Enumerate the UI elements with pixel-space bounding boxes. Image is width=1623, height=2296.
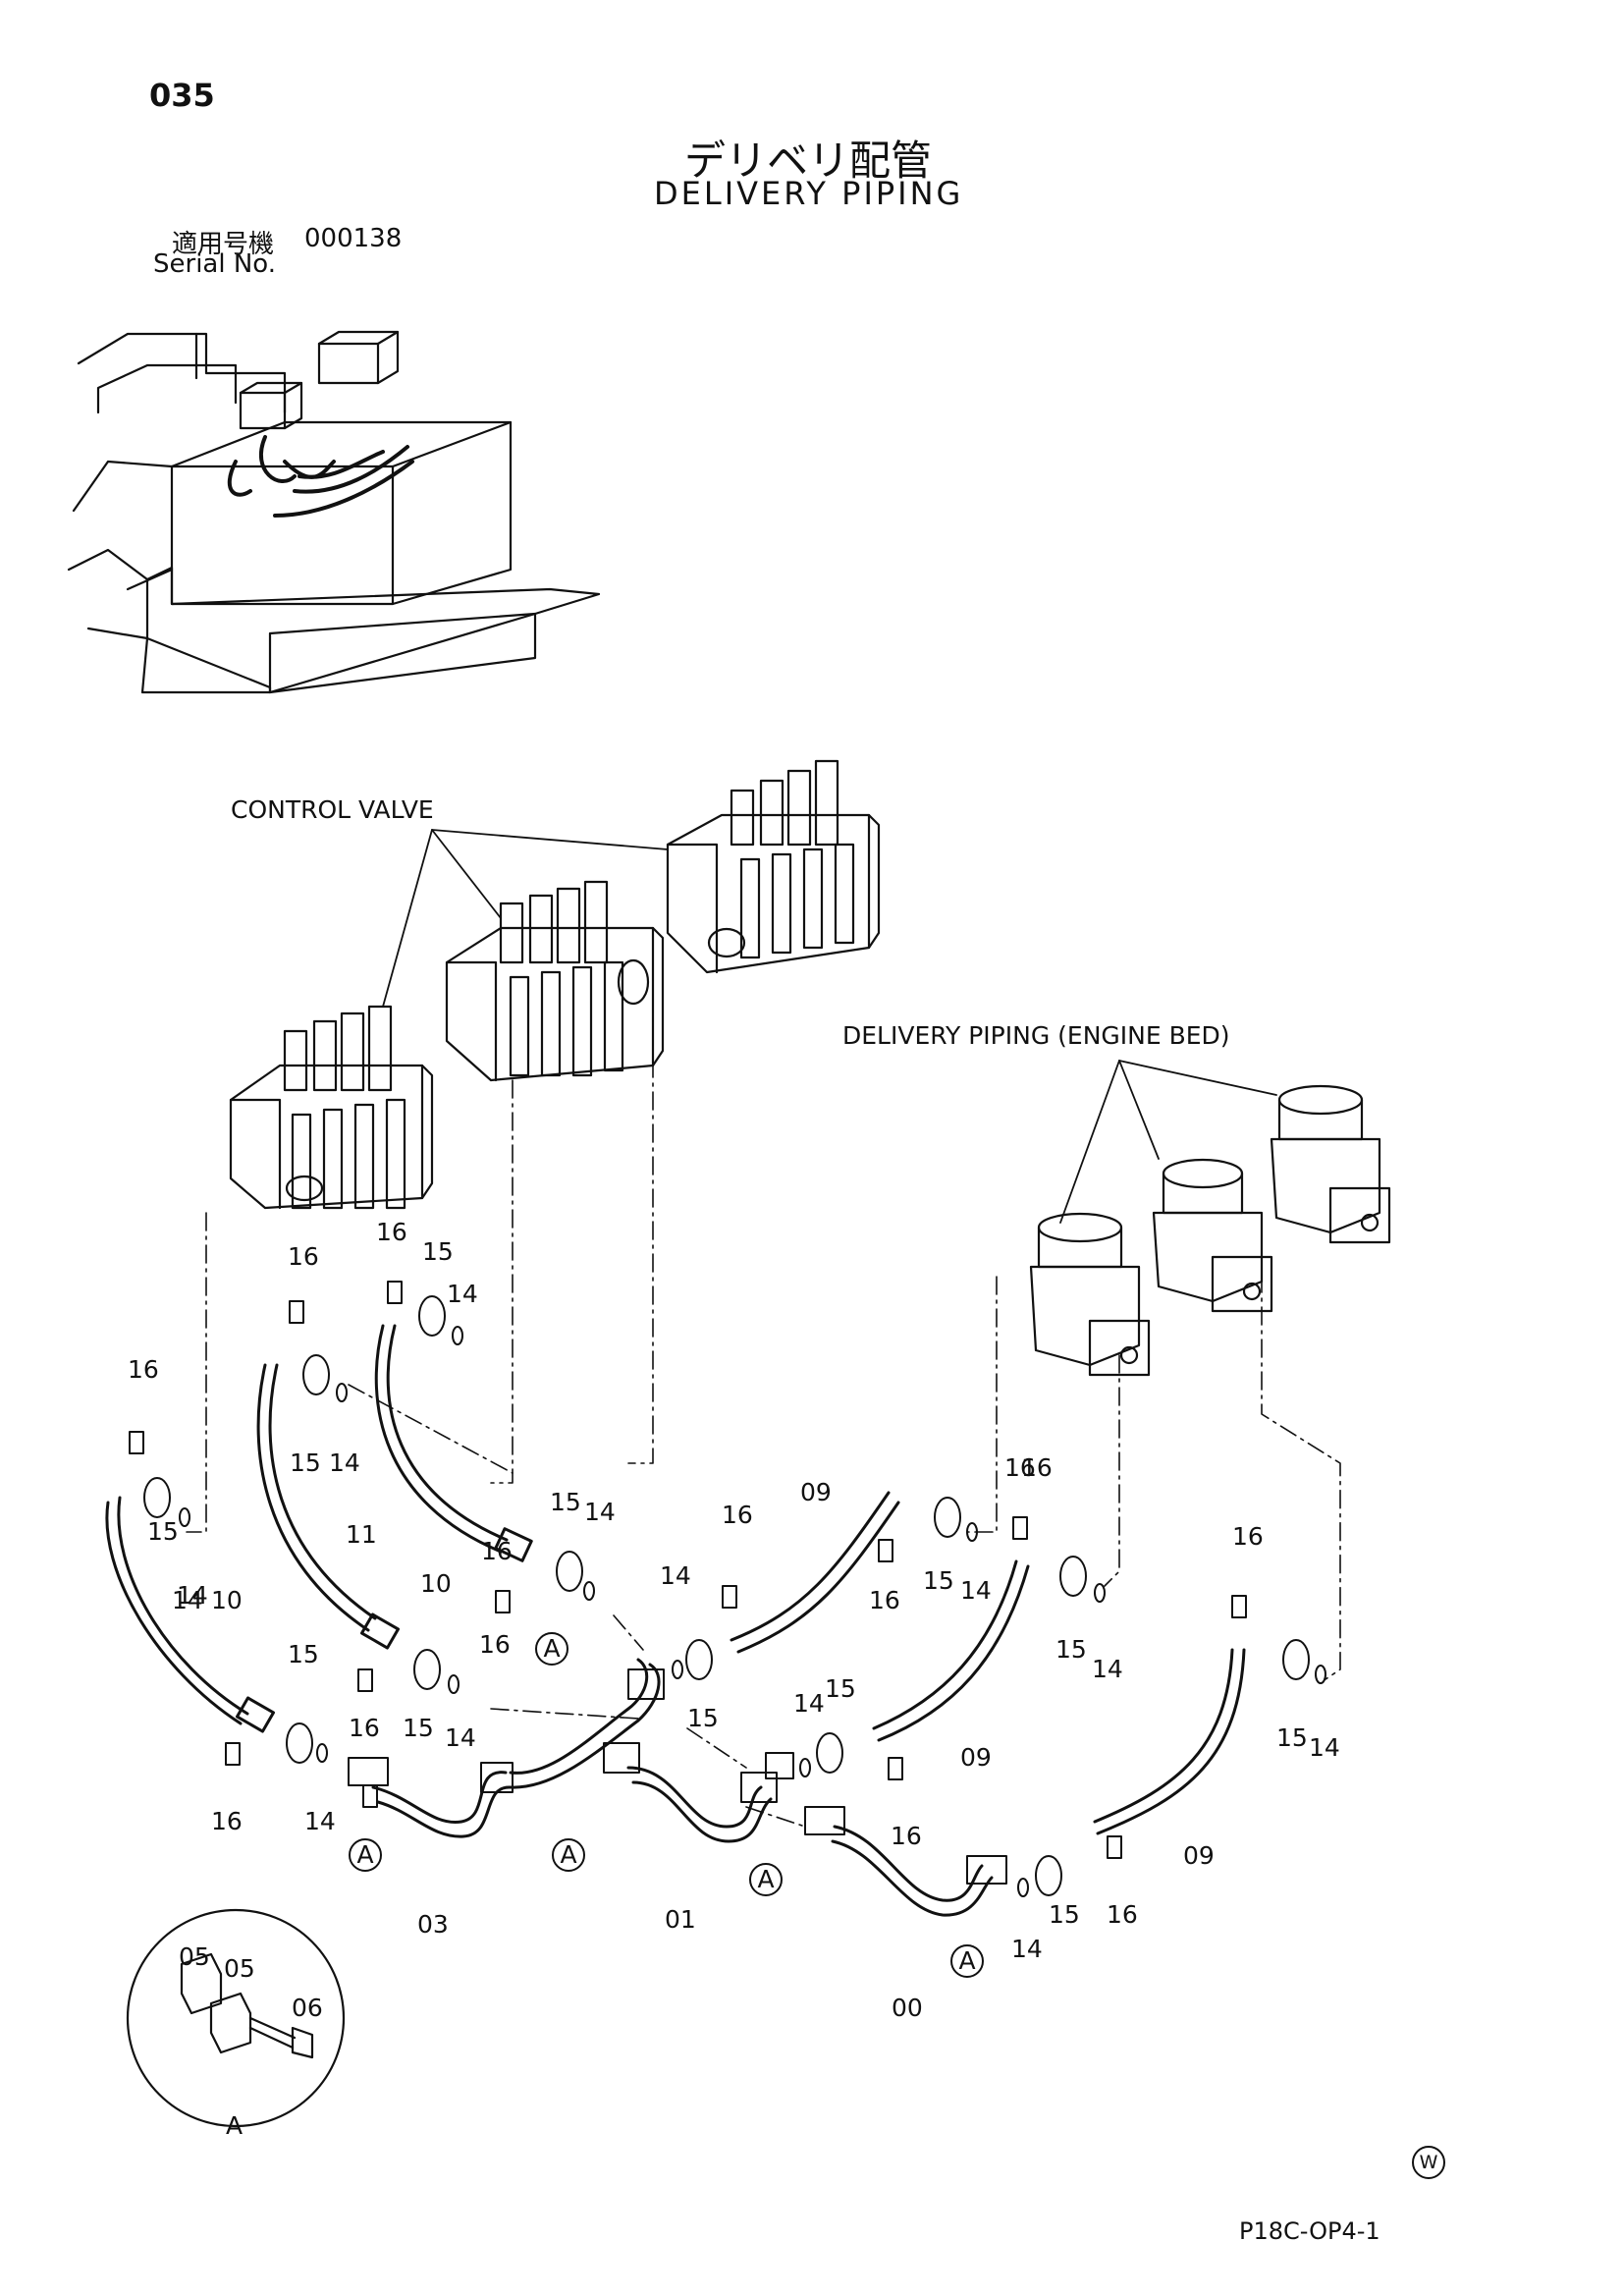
callout-label: 14 — [1092, 1655, 1123, 1683]
connection-lines — [186, 961, 1341, 1828]
callout-label: 06 — [292, 1994, 323, 2022]
callout-label: 09 — [960, 1743, 992, 1772]
pipe-00 — [831, 1825, 994, 1917]
callout-label: 14 — [172, 1586, 203, 1614]
callout-label: 15 — [687, 1704, 719, 1732]
callout-label: 15 — [1276, 1723, 1308, 1752]
callout-label: 16 — [1021, 1453, 1053, 1482]
callout-label: 01 — [665, 1905, 696, 1934]
engine-bed-block-2 — [1152, 1158, 1273, 1313]
hose-09-top — [730, 1491, 900, 1654]
section-marker-a: A — [552, 1838, 585, 1872]
callout-label: 14 — [329, 1449, 360, 1477]
hose-10-mid — [374, 1324, 533, 1562]
engine-bed-block-3 — [1270, 1084, 1391, 1244]
page-number: 035 — [149, 77, 215, 114]
callout-label: 16 — [869, 1586, 900, 1614]
callout-label: 16 — [1232, 1522, 1264, 1551]
callout-label: 16 — [349, 1714, 380, 1742]
callout-label: 15 — [288, 1640, 319, 1668]
callout-label: 14 — [304, 1807, 336, 1835]
hose-09-right — [1093, 1648, 1246, 1835]
callout-label: 10 — [211, 1586, 243, 1614]
callout-label: 10 — [420, 1569, 452, 1598]
callout-label: 16 — [722, 1501, 753, 1529]
callout-label: 15 — [147, 1517, 179, 1546]
callout-label: 11 — [346, 1520, 377, 1549]
callout-label: 09 — [800, 1478, 832, 1506]
engine-bed-label: DELIVERY PIPING (ENGINE BED) — [842, 1021, 1230, 1050]
callout-label: 16 — [1107, 1900, 1138, 1929]
callout-label: 15 — [1049, 1900, 1080, 1929]
callout-label: 14 — [1011, 1935, 1043, 1963]
clamps — [348, 1668, 1007, 1885]
control-valve-3 — [666, 759, 881, 974]
control-valve-leaders — [382, 829, 669, 1008]
callout-label: 15 — [422, 1237, 454, 1266]
pipe-01 — [626, 1766, 763, 1829]
machine-overview — [67, 330, 601, 694]
callout-label: 16 — [479, 1630, 511, 1659]
callout-label: 16 — [1004, 1453, 1036, 1482]
callout-label: 14 — [177, 1581, 208, 1610]
callout-label: 16 — [376, 1218, 407, 1246]
detail-a-inset — [126, 1908, 346, 2128]
callout-label: 16 — [211, 1807, 243, 1835]
section-marker-a: A — [535, 1632, 568, 1666]
callout-label: 03 — [417, 1910, 449, 1939]
callout-label: 16 — [891, 1822, 922, 1850]
callout-label: 15 — [825, 1674, 856, 1703]
control-valve-label: CONTROL VALVE — [231, 795, 434, 824]
callout-label: 16 — [288, 1242, 319, 1271]
control-valve-2 — [445, 880, 665, 1082]
serial-value: 000138 — [304, 224, 403, 253]
fittings — [129, 1281, 1326, 1897]
w-mark: W — [1412, 2146, 1445, 2179]
document-code: P18C-OP4-1 — [1239, 2217, 1380, 2245]
callout-label: 05 — [224, 1954, 255, 1983]
hose-09-mid — [872, 1559, 1030, 1742]
callout-label: 14 — [960, 1576, 992, 1605]
hose-11 — [256, 1363, 400, 1650]
section-marker-a: A — [749, 1863, 783, 1896]
callout-label: 15 — [550, 1488, 581, 1516]
callout-label: 00 — [892, 1994, 923, 2022]
callout-label: 14 — [445, 1723, 476, 1752]
callout-label: 14 — [1309, 1733, 1340, 1762]
serial-label-en: Serial No. — [153, 249, 276, 279]
pipe-03 — [371, 1658, 661, 1838]
title-japanese: デリベリ配管 — [684, 137, 933, 185]
serial-label-jp: 適用号機 — [172, 230, 275, 259]
pipe-01-b — [631, 1780, 773, 1843]
section-marker-a: A — [950, 1944, 984, 1978]
control-valve-1 — [229, 1005, 434, 1210]
engine-bed-leaders — [1059, 1060, 1277, 1224]
callout-label: 14 — [584, 1498, 616, 1526]
callout-label: 14 — [793, 1689, 825, 1718]
callout-label: 05 — [179, 1942, 210, 1971]
title-english: DELIVERY PIPING — [654, 175, 964, 212]
section-marker-a: A — [349, 1838, 382, 1872]
callout-label: 16 — [128, 1355, 159, 1384]
callout-label: 14 — [660, 1561, 691, 1590]
callout-label: 15 — [1055, 1635, 1087, 1664]
callout-label: 09 — [1183, 1841, 1215, 1870]
engine-bed-block-1 — [1029, 1212, 1151, 1377]
callout-label: 15 — [403, 1714, 434, 1742]
callout-label: 15 — [290, 1449, 321, 1477]
callout-label: 14 — [447, 1280, 478, 1308]
callout-label: 16 — [481, 1537, 513, 1565]
callout-label: 15 — [923, 1566, 954, 1595]
hose-10-left — [105, 1496, 275, 1733]
detail-a-label: A — [226, 2111, 243, 2140]
